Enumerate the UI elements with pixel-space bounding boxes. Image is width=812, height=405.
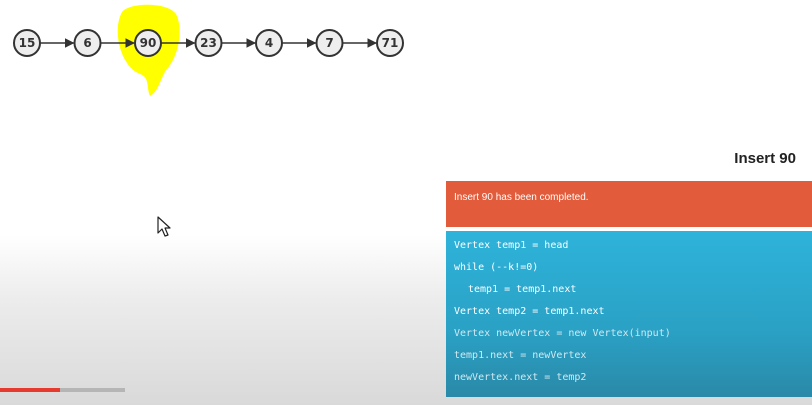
video-progress-played — [0, 388, 60, 392]
list-node-circle — [315, 29, 344, 57]
mouse-pointer-icon — [157, 216, 171, 237]
list-node: 6 — [73, 29, 102, 57]
list-node-value: 7 — [325, 36, 333, 50]
list-node-value: 15 — [19, 36, 36, 50]
list-node-value: 90 — [140, 36, 157, 50]
code-line-3: temp1 = temp1.next — [468, 284, 577, 295]
status-panel: Insert 90 has been completed. — [446, 181, 812, 227]
list-node-value: 4 — [265, 36, 273, 50]
list-node: 4 — [255, 29, 283, 57]
status-message: Insert 90 has been completed. — [454, 192, 589, 203]
list-node-circle — [73, 29, 102, 57]
pseudocode-panel: Vertex temp1 = head while (--k!=0) temp1… — [446, 231, 812, 397]
list-node-value: 71 — [382, 36, 399, 50]
list-node: 15 — [13, 29, 41, 57]
list-node-value: 6 — [83, 36, 91, 50]
list-node-circle — [255, 29, 283, 57]
code-line-5: Vertex newVertex = new Vertex(input) — [454, 328, 671, 339]
code-line-1: Vertex temp1 = head — [454, 240, 569, 251]
video-progress-bar[interactable] — [0, 388, 125, 392]
list-node: 23 — [194, 29, 223, 57]
list-node: 90 — [134, 29, 162, 57]
list-node: 71 — [376, 29, 404, 57]
code-line-6: temp1.next = newVertex — [454, 350, 587, 361]
code-line-4: Vertex temp2 = temp1.next — [454, 306, 605, 317]
action-title: Insert 90 — [734, 150, 796, 167]
list-node-circle — [13, 29, 41, 57]
list-node-value: 23 — [200, 36, 217, 50]
code-line-7: newVertex.next = temp2 — [454, 372, 587, 383]
list-node-circle — [194, 29, 223, 57]
list-node-circle — [134, 29, 162, 57]
code-line-2: while (--k!=0) — [454, 262, 539, 273]
list-node-circle — [376, 29, 404, 57]
list-node: 7 — [315, 29, 344, 57]
